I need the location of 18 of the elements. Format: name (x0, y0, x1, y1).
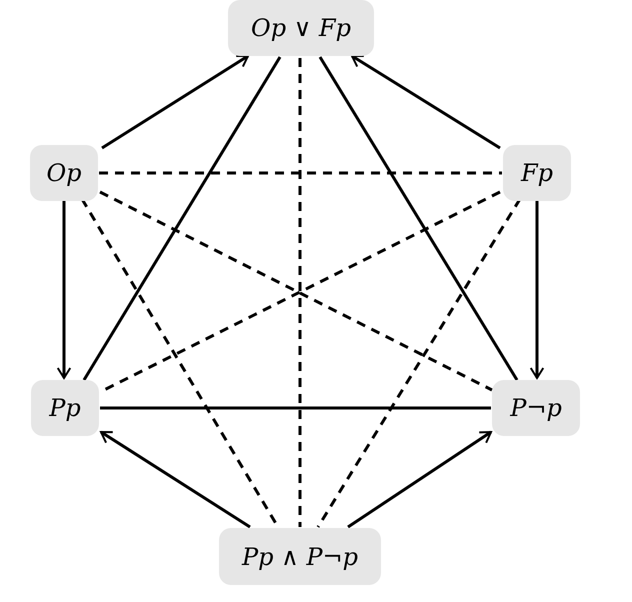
arrow (100, 430, 251, 528)
arrow (56, 201, 72, 379)
arrow (530, 201, 544, 379)
connector-line (318, 56, 518, 381)
formula-box: Op ∨ Fp (228, 0, 374, 56)
connector-line (82, 56, 282, 381)
arrow (351, 54, 501, 150)
formula-box: Op (30, 145, 98, 201)
formula-box: P¬p (492, 380, 580, 436)
formula-box: Pp (31, 380, 99, 436)
connector-line (316, 198, 522, 528)
formula-box: Pp ∧ P¬p (219, 528, 381, 585)
formula-box: Fp (503, 145, 571, 201)
arrow (347, 430, 492, 528)
connector-line (99, 172, 502, 174)
connector-line (100, 406, 491, 410)
arrow (101, 54, 249, 150)
connector-line (298, 58, 302, 527)
